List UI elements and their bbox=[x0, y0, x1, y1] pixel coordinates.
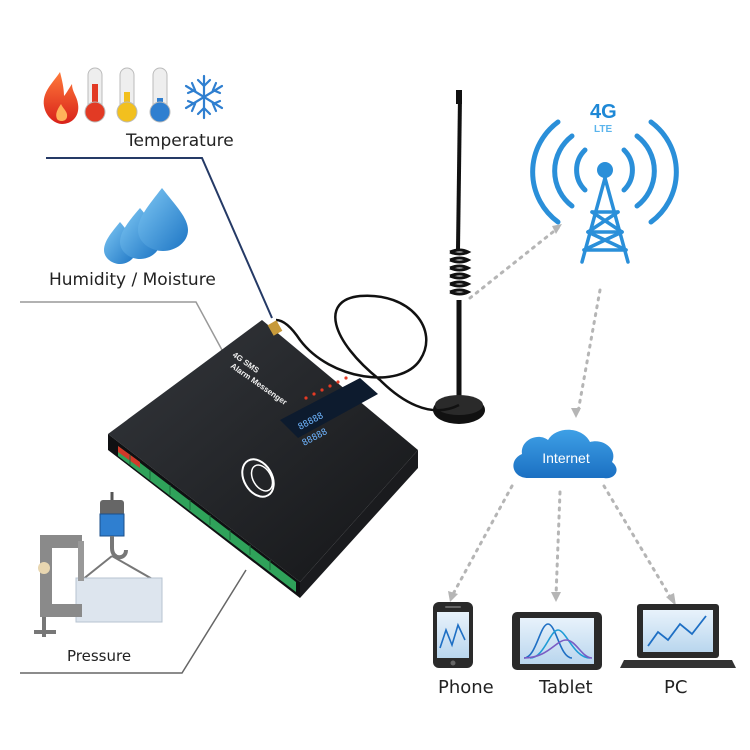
temperature-icons bbox=[43, 67, 224, 124]
humidity-leader-line bbox=[20, 301, 223, 351]
crane-hook-icon bbox=[75, 492, 163, 623]
c-clamp-icon bbox=[34, 535, 84, 637]
alarm-messenger-device: 88888 88888 4G SMS Alarm Messenger bbox=[108, 320, 418, 598]
tablet-icon bbox=[512, 612, 602, 670]
snowflake-icon bbox=[184, 74, 224, 120]
internet-label: Internet bbox=[542, 450, 590, 466]
temperature-leader-line bbox=[46, 157, 273, 319]
temperature-label: Temperature bbox=[126, 131, 234, 151]
cell-tower-icon: 4G LTE bbox=[530, 101, 679, 264]
antenna-icon bbox=[275, 90, 485, 424]
smartphone-icon bbox=[433, 602, 473, 668]
water-drop-icon bbox=[104, 188, 188, 264]
tower-badge-text: 4G bbox=[590, 101, 617, 123]
pressure-leader-line bbox=[20, 569, 247, 674]
thermometer-icon bbox=[84, 67, 106, 123]
tower-sub-text: LTE bbox=[594, 124, 612, 135]
signal-links bbox=[450, 226, 674, 602]
tablet-label: Tablet bbox=[539, 677, 593, 698]
arrowheads bbox=[448, 224, 676, 606]
cloud-icon bbox=[513, 429, 617, 479]
laptop-icon bbox=[620, 604, 736, 668]
pc-label: PC bbox=[664, 677, 688, 698]
pressure-label: Pressure bbox=[67, 647, 132, 665]
phone-label: Phone bbox=[438, 677, 494, 698]
humidity-label: Humidity / Moisture bbox=[49, 270, 216, 290]
thermometer-icon bbox=[116, 67, 138, 123]
thermometer-icon bbox=[149, 67, 171, 123]
flame-icon bbox=[43, 72, 79, 124]
